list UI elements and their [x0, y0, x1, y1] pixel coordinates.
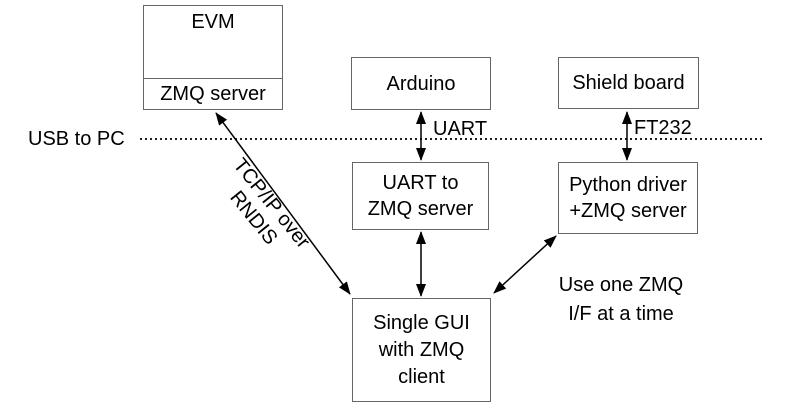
shield-board-box: Shield board [558, 57, 699, 109]
use-one-zmq-note: Use one ZMQ I/F at a time [558, 274, 684, 325]
arrow-python-driver-gui [493, 235, 557, 294]
evm-box: EVM ZMQ server [143, 5, 283, 110]
arrow-evm-gui [215, 112, 351, 295]
evm-zmq-server-section: ZMQ server [144, 78, 282, 109]
ft232-link-label: FT232 [634, 117, 692, 139]
python-driver-zmq-server-box: Python driver +ZMQ server [558, 162, 698, 234]
uart-to-zmq-server-box: UART to ZMQ server [352, 162, 489, 230]
single-gui-zmq-client-box: Single GUI with ZMQ client [352, 298, 491, 402]
evm-box-title: EVM [191, 11, 235, 33]
usb-to-pc-label: USB to PC [28, 128, 125, 150]
uart-link-label: UART [433, 118, 488, 140]
arduino-box: Arduino [351, 57, 491, 110]
